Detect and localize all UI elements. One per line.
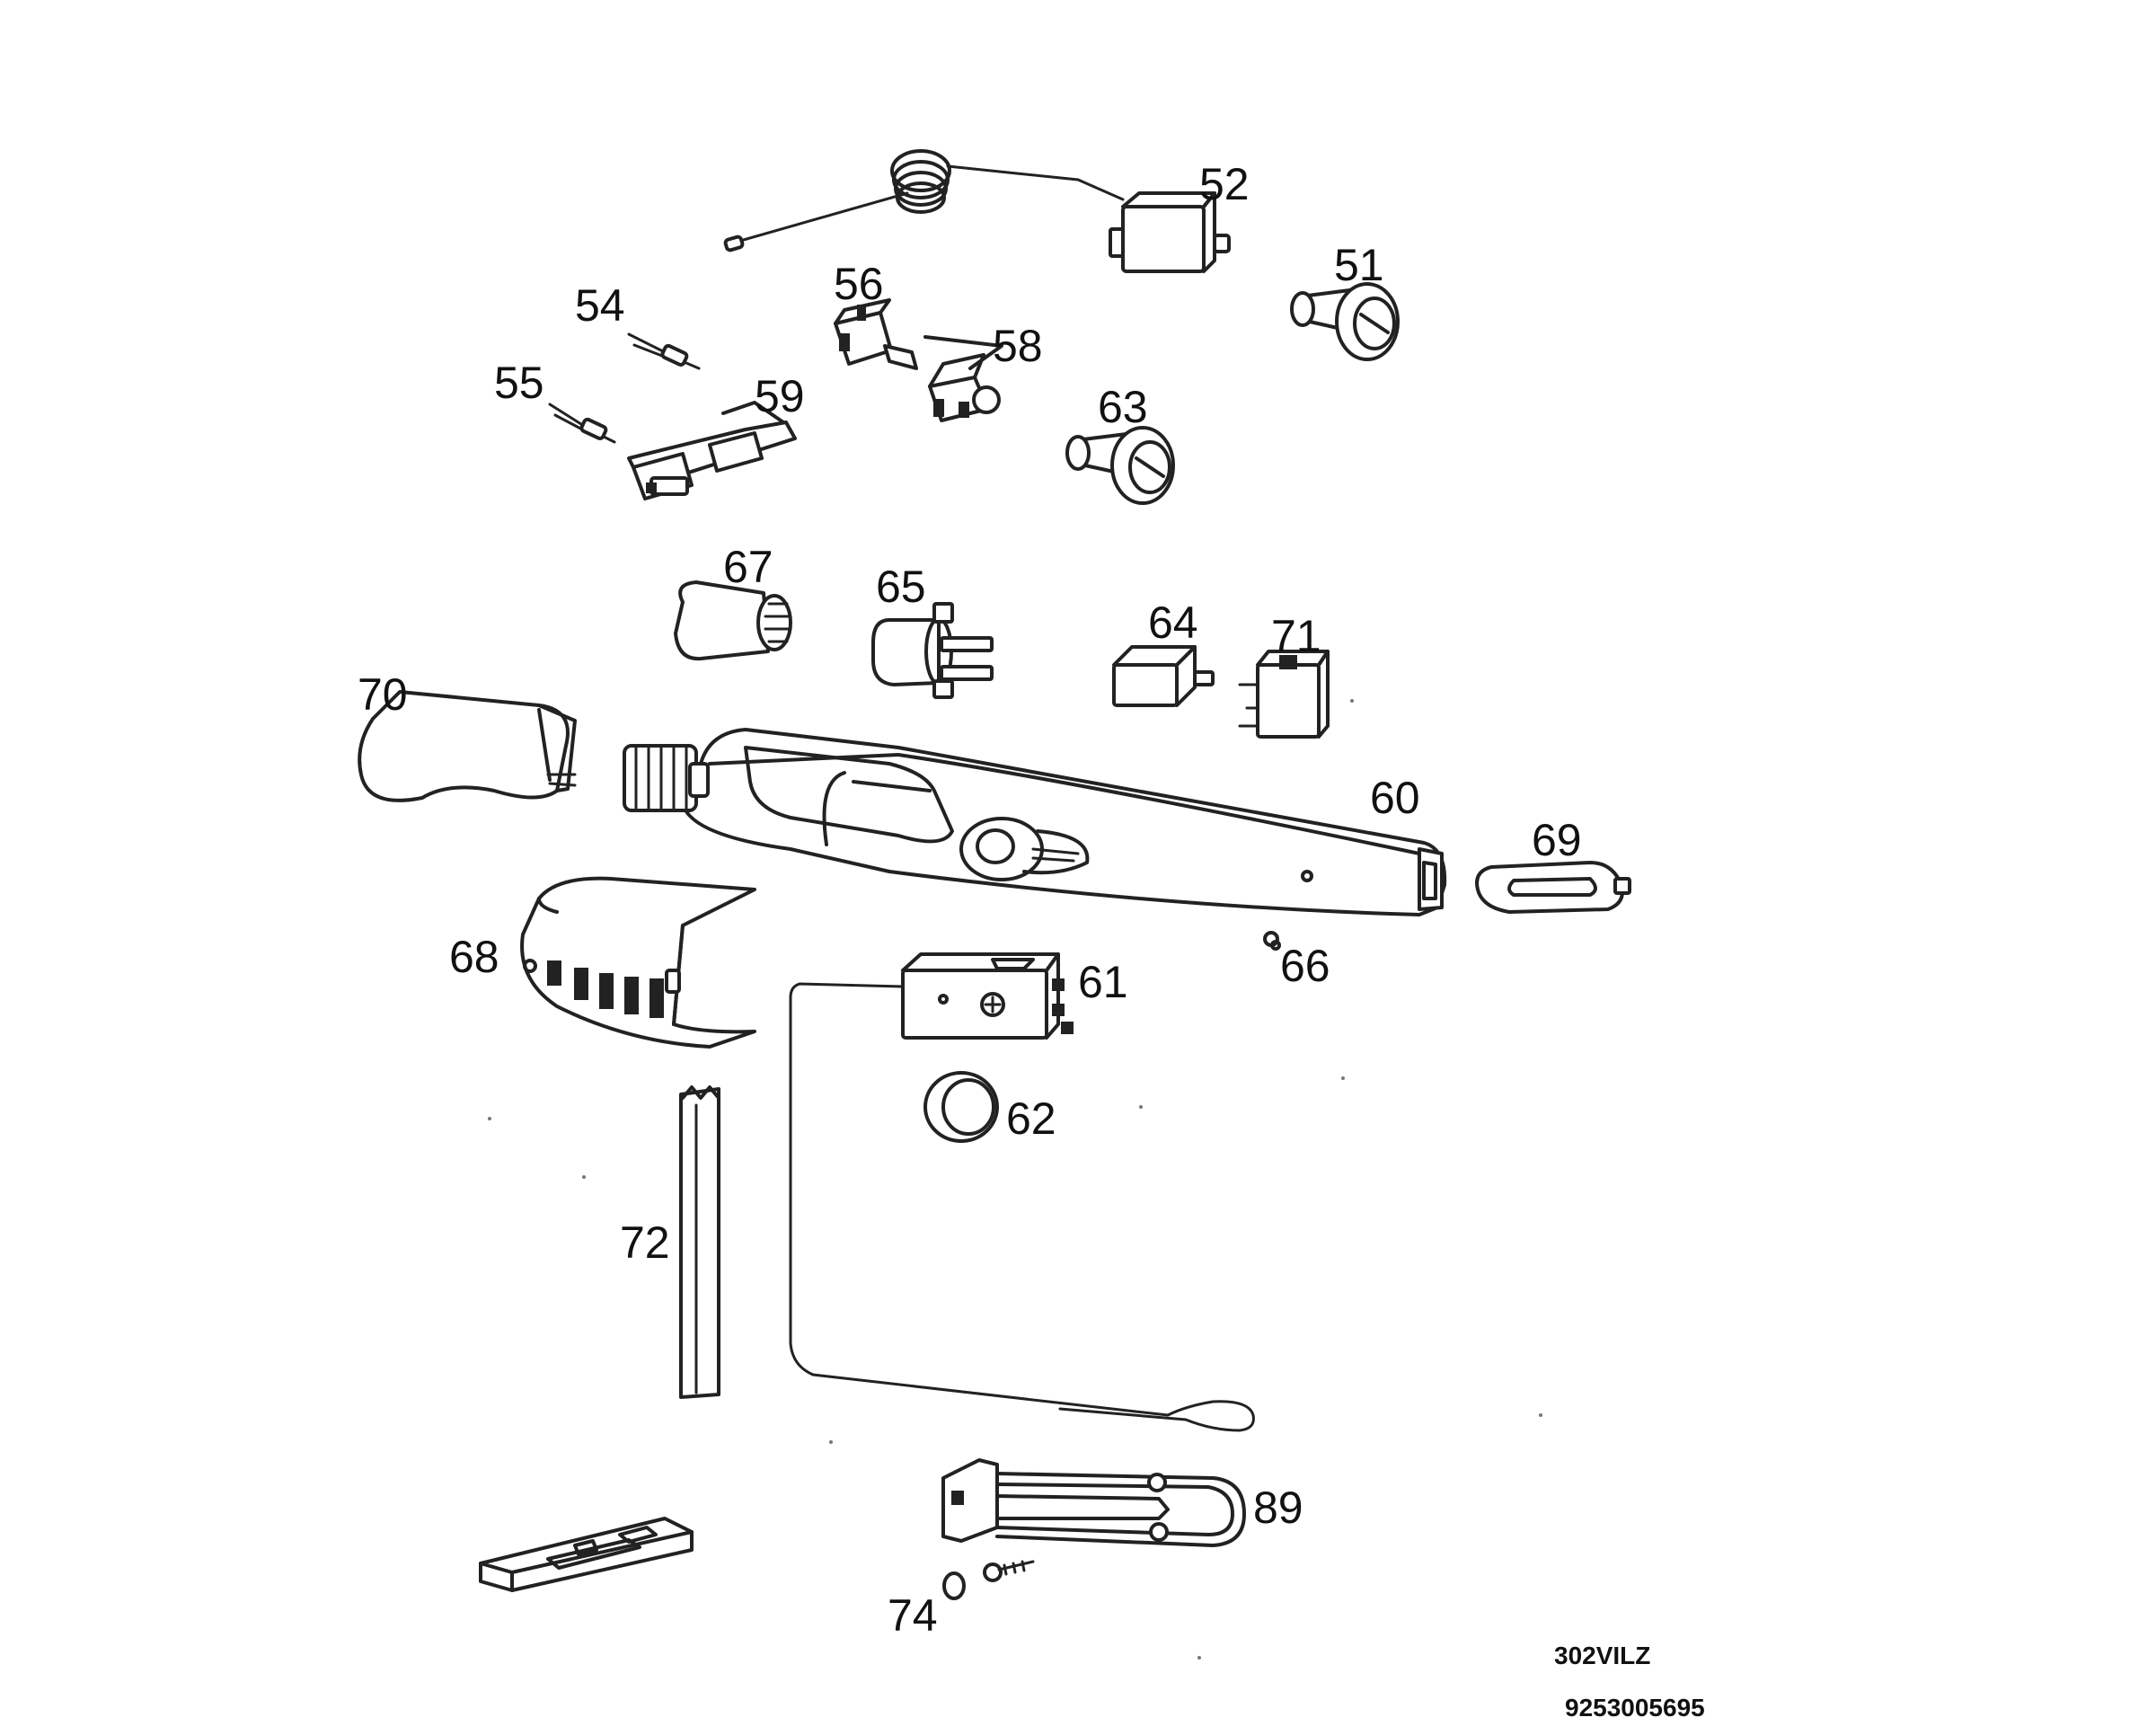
part-58-switch — [923, 335, 1003, 422]
callout-61: 61 — [1078, 957, 1128, 1007]
base-plate — [479, 1517, 694, 1592]
callout-65: 65 — [876, 562, 926, 612]
part-55-lamp-lead — [548, 403, 616, 444]
part-52-thermostat — [723, 149, 1231, 273]
callout-71: 71 — [1271, 611, 1321, 661]
callout-64: 64 — [1148, 598, 1198, 648]
part-51-knob — [1290, 282, 1400, 361]
callout-labels: 52 51 54 56 58 55 59 63 67 65 64 71 70 6… — [358, 159, 1582, 1641]
part-56-switch — [834, 298, 918, 370]
callout-58: 58 — [993, 321, 1043, 371]
callout-68: 68 — [449, 932, 499, 982]
model-code: 302VILZ — [1554, 1642, 1650, 1669]
part-64-switch — [1112, 645, 1215, 707]
callout-54: 54 — [575, 280, 625, 331]
callout-67: 67 — [723, 542, 773, 592]
callout-74: 74 — [888, 1590, 938, 1641]
callout-56: 56 — [834, 259, 884, 309]
part-62-ring — [923, 1071, 999, 1143]
part-61-thermostat — [789, 952, 1255, 1432]
part-63-knob — [1065, 426, 1175, 505]
callout-51: 51 — [1334, 240, 1384, 290]
part-66-screw — [1263, 931, 1281, 951]
callout-59: 59 — [755, 371, 805, 421]
callout-62: 62 — [1006, 1093, 1056, 1144]
callout-60: 60 — [1370, 773, 1420, 823]
part-69-diffuser — [1475, 861, 1631, 914]
part-71-door-switch — [1238, 650, 1330, 739]
part-89-heating-element — [941, 1458, 1246, 1547]
callout-70: 70 — [358, 669, 408, 720]
part-65-lamp-socket — [871, 602, 994, 699]
callout-63: 63 — [1098, 382, 1148, 432]
callout-72: 72 — [620, 1217, 670, 1268]
part-68-lamp-cover — [520, 876, 756, 1049]
callout-55: 55 — [494, 358, 544, 408]
callout-69: 69 — [1532, 815, 1582, 865]
callout-66: 66 — [1280, 941, 1330, 991]
part-60-housing — [623, 728, 1447, 916]
callout-89: 89 — [1253, 1483, 1303, 1533]
part-72-seal-strip — [679, 1085, 720, 1399]
part-67-lamp-bulb — [674, 580, 792, 661]
part-59-lamp-holder — [627, 401, 797, 500]
scan-specks — [488, 699, 1542, 1660]
part-number-code: 9253005695 — [1565, 1694, 1705, 1722]
part-70-end-cap — [358, 690, 577, 802]
part-74-fixings — [942, 1560, 1035, 1600]
part-54-lamp-lead — [627, 332, 701, 370]
callout-52: 52 — [1199, 159, 1250, 209]
